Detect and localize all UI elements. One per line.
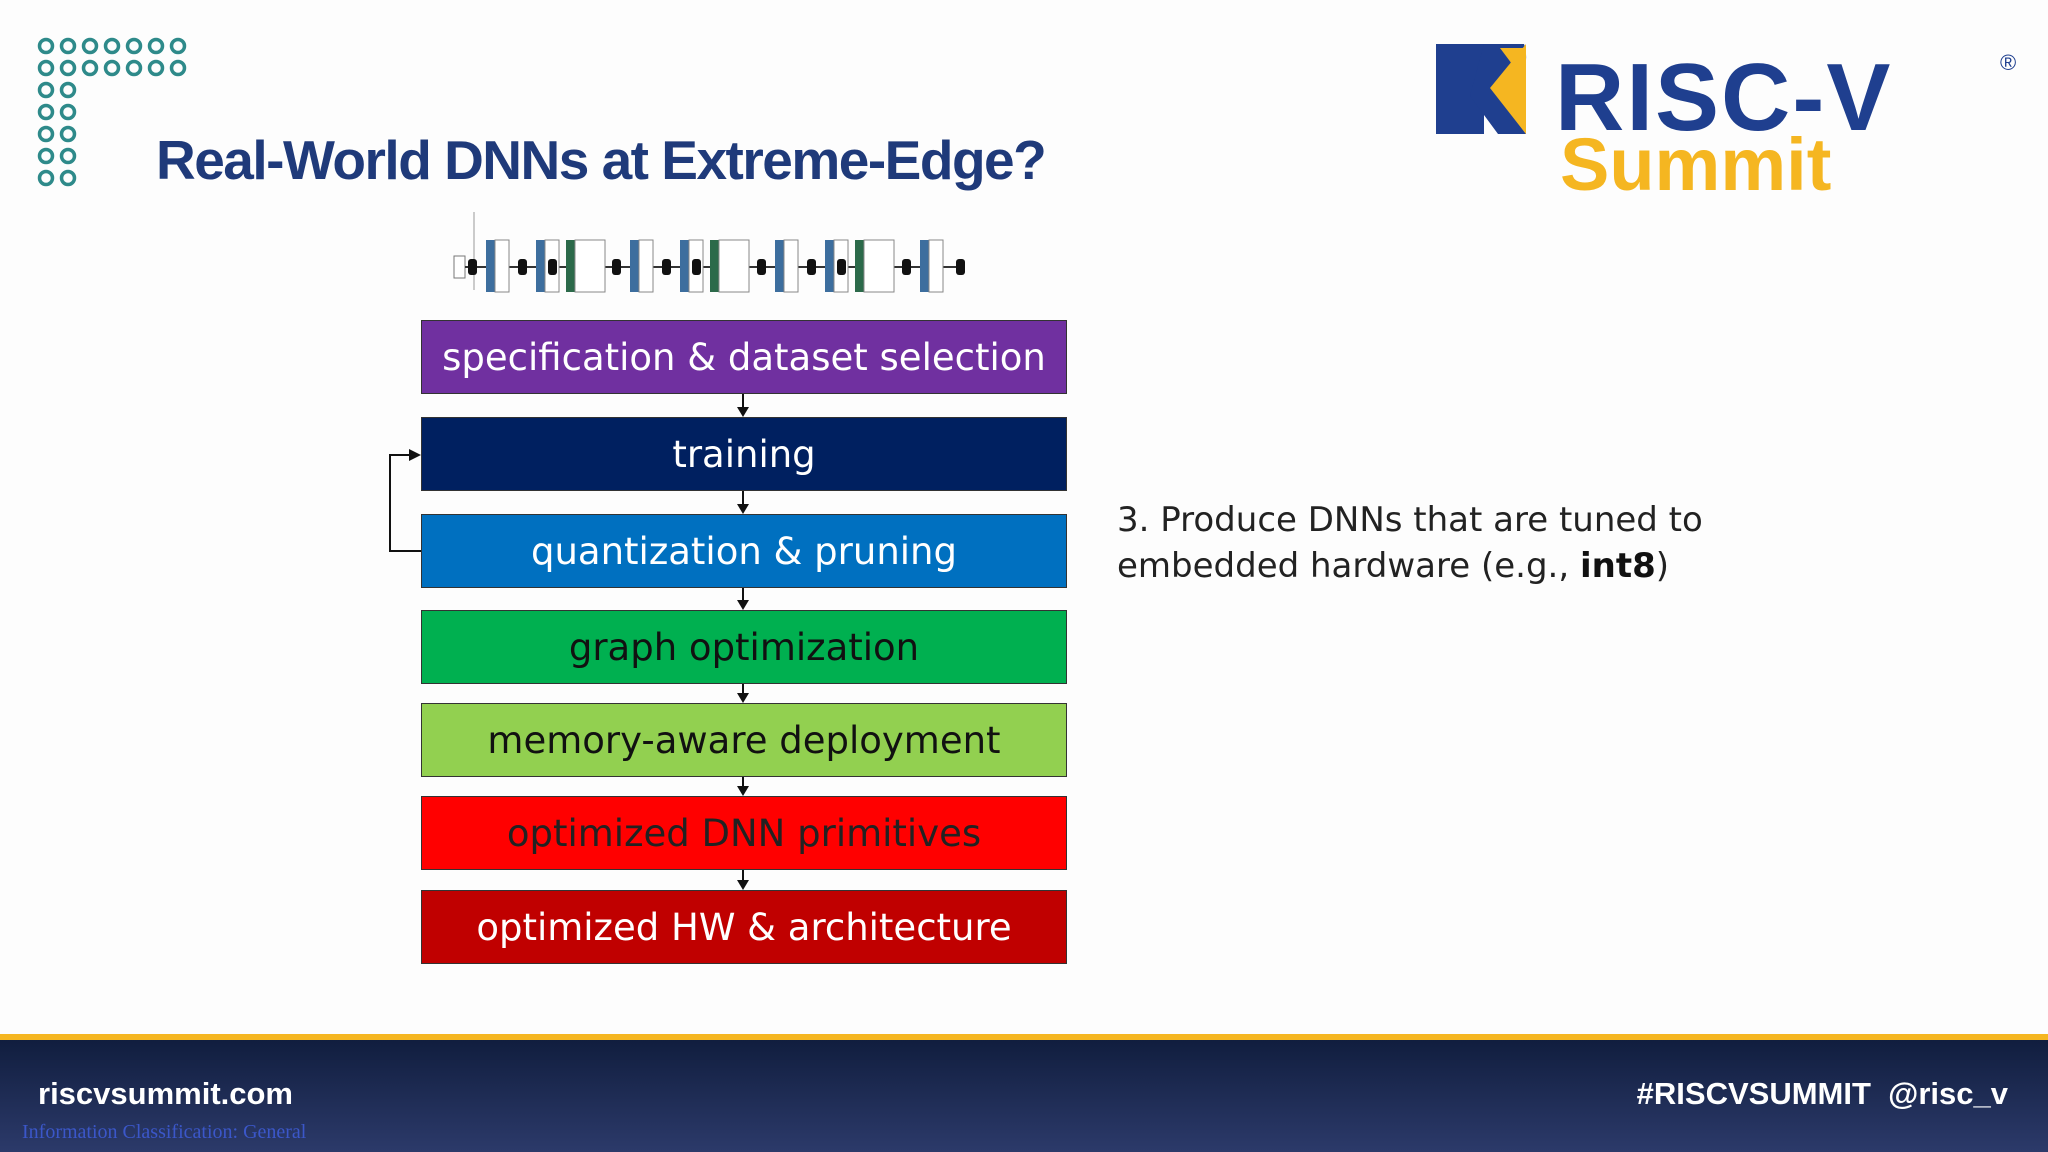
logo-text-top: RISC-V [1555, 44, 1892, 151]
pipeline-stage: memory-aware deployment [421, 703, 1067, 777]
risc-v-logo-icon [1436, 44, 1527, 134]
pipeline-stage: optimized HW & architecture [421, 890, 1067, 964]
pipeline-diagram [389, 212, 965, 890]
slide-title: Real-World DNNs at Extreme-Edge? [156, 129, 1047, 191]
note-text: 3. Produce DNNs that are tuned to embedd… [1117, 497, 1877, 589]
pipeline-stage: training [421, 417, 1067, 491]
footer-hashtags: #RISCVSUMMIT @risc_v [1636, 1076, 2008, 1111]
footer-site: riscvsummit.com [38, 1076, 293, 1111]
classification-label: Information Classification: General [22, 1121, 307, 1143]
network-architecture-thumbnail [453, 212, 965, 293]
feedback-loop-arrow [389, 449, 421, 552]
footer-bar [0, 1034, 2048, 1152]
pipeline-connectors [737, 394, 749, 890]
registered-mark: ® [2000, 50, 2016, 75]
pipeline-stage: optimized DNN primitives [421, 796, 1067, 870]
note-text-end: ) [1655, 546, 1669, 586]
risc-v-logo: RISC-V ® Summit [1436, 44, 2016, 200]
pipeline-stage: specification & dataset selection [421, 320, 1067, 394]
logo-text-bottom: Summit [1560, 123, 1831, 200]
note-text-bold: int8 [1579, 546, 1656, 586]
pipeline-stage: graph optimization [421, 610, 1067, 684]
note-text-main: 3. Produce DNNs that are tuned to embedd… [1117, 500, 1703, 586]
dot-grid-decoration [37, 37, 187, 187]
pipeline-stage: quantization & pruning [421, 514, 1067, 588]
footer-accent-line [0, 1034, 2048, 1040]
